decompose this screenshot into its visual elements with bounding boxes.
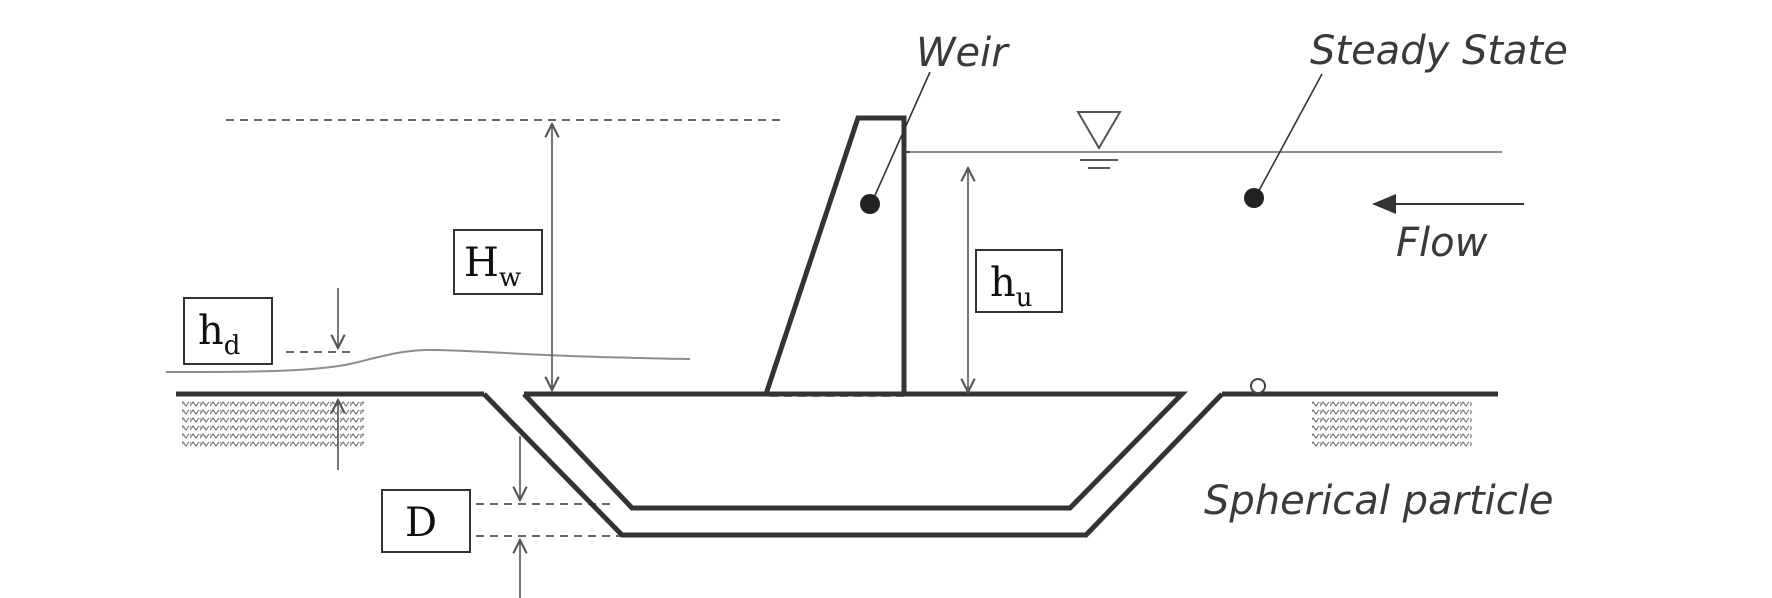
hw-label: Hw: [464, 240, 521, 293]
apron-inner: [522, 391, 1188, 511]
weir-leader-line: [871, 71, 931, 203]
downstream-water-surface: [165, 348, 691, 373]
steady-state-leader-dot: [1244, 188, 1264, 208]
inverted-triangle-water-level-icon: [1076, 111, 1122, 150]
flow-label: Flow: [1396, 220, 1488, 266]
weir-label: Weir: [916, 30, 1010, 76]
spherical-particle-marker: [1250, 378, 1266, 394]
hd-label-box: [183, 297, 273, 365]
soil-hatch-left: [182, 400, 364, 448]
water-level-symbol: [1076, 111, 1122, 169]
hu-label: hu: [990, 260, 1033, 313]
apron-outer: [482, 392, 1224, 538]
weir-body: [762, 115, 907, 397]
hw-label-box: [453, 229, 543, 295]
steady-state-leader-line: [1255, 73, 1323, 197]
flow-arrow-head: [1372, 194, 1396, 214]
soil-hatch-right: [1312, 400, 1472, 448]
weir-leader-dot: [860, 194, 880, 214]
hu-label-box: [975, 249, 1063, 313]
hd-label: hd: [198, 308, 240, 361]
d-label: D: [405, 500, 437, 546]
spherical-particle-label: Spherical particle: [1204, 478, 1554, 524]
steady-state-label: Steady State: [1310, 28, 1568, 74]
d-label-box: [381, 489, 471, 553]
